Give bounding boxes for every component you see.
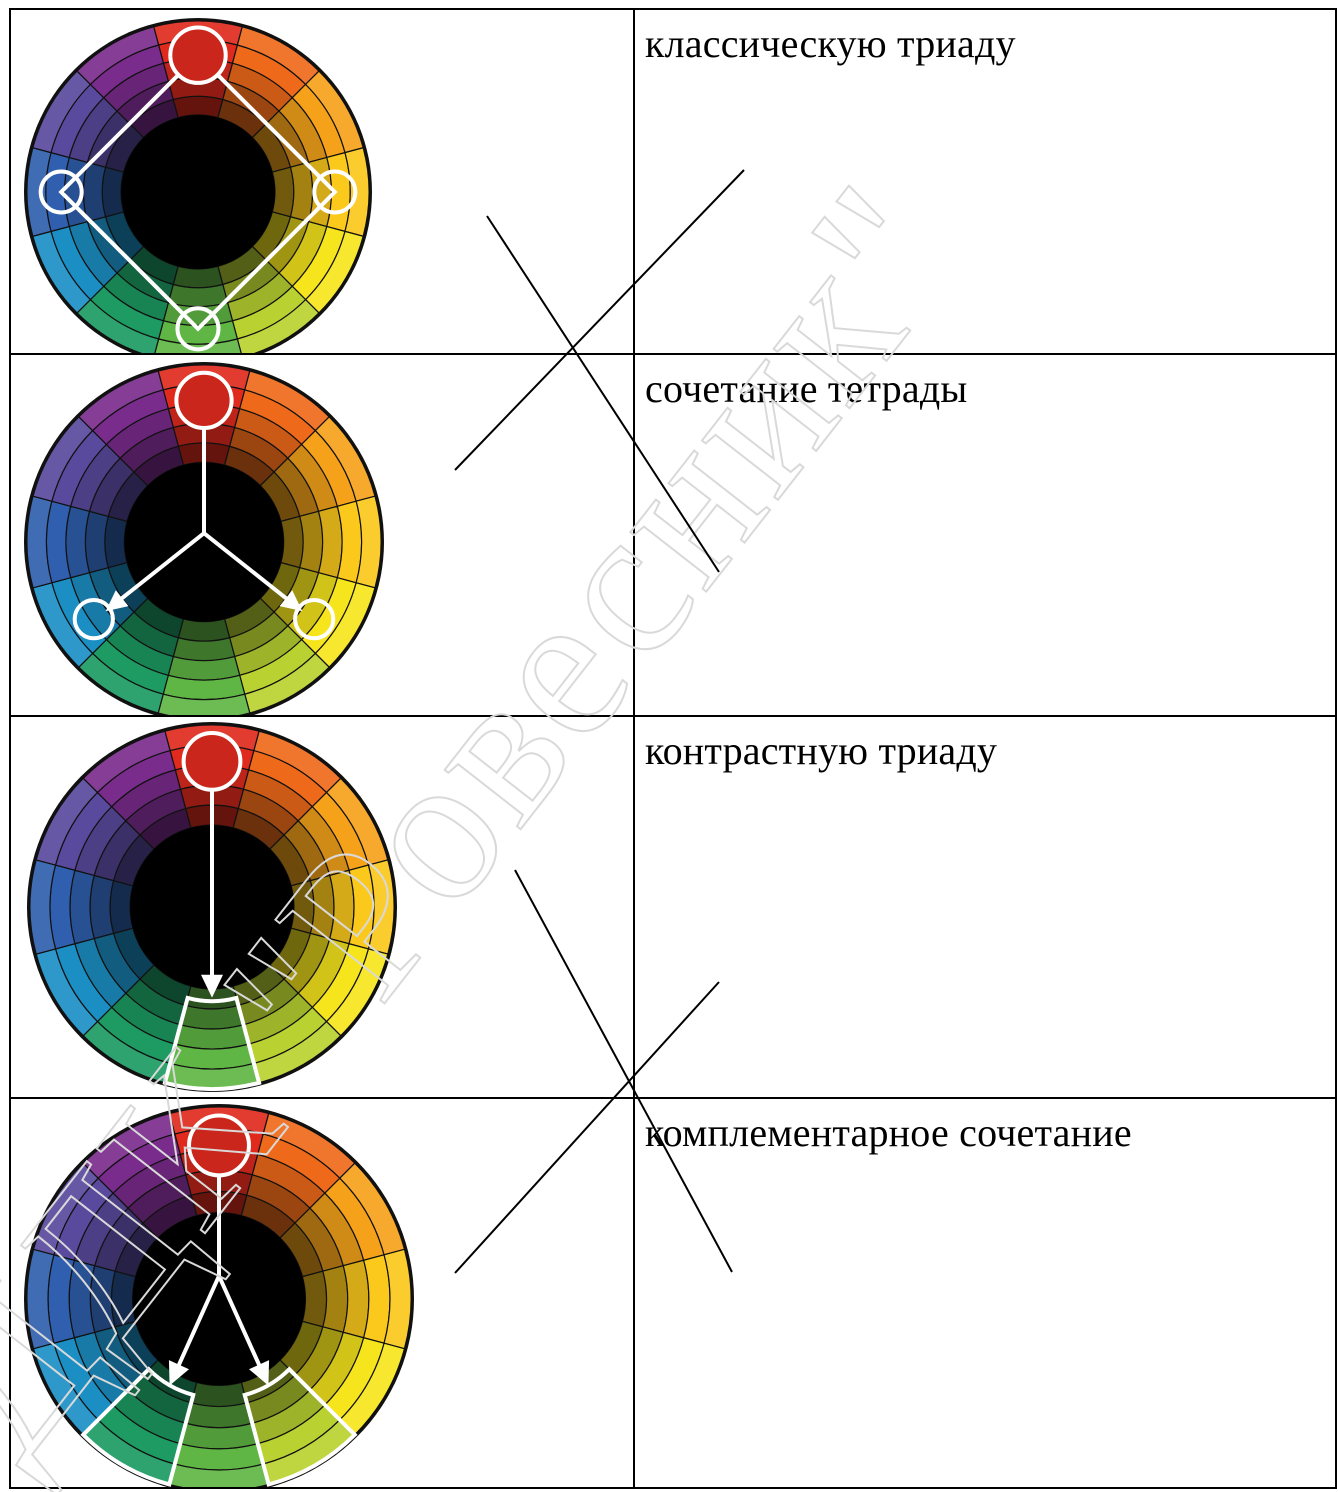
scheme-circle — [170, 27, 225, 82]
wheel-segment — [168, 657, 239, 681]
color-wheel-complementary — [26, 721, 398, 1093]
wheel-segment — [191, 1382, 247, 1406]
table-row: сочетание тетрады — [10, 354, 1336, 716]
wheel-segment — [291, 881, 314, 934]
wheel-segment — [310, 875, 333, 938]
wheel-segment — [300, 511, 323, 572]
wheel-segment — [173, 638, 234, 661]
answer-label: классическую триаду — [645, 20, 1016, 67]
image-cell — [10, 1098, 634, 1488]
matching-table: классическую триаду сочетание тетрады ко… — [9, 8, 1337, 1489]
scheme-circle — [176, 373, 231, 428]
wheel-segment — [168, 284, 227, 306]
color-wheel-classic-triad — [23, 361, 385, 716]
wheel-segment — [90, 1266, 115, 1333]
color-wheel-contrast-triad — [23, 1103, 415, 1488]
answer-label: контрастную триаду — [645, 727, 997, 774]
image-cell — [10, 716, 634, 1098]
image-cell — [10, 354, 634, 716]
wheel-segment — [302, 1271, 326, 1327]
color-wheel-tetrad — [23, 17, 373, 354]
wheel-segment — [105, 516, 127, 567]
table-row: комплементарное сочетание — [10, 1098, 1336, 1488]
answer-label: комплементарное сочетание — [645, 1109, 1132, 1156]
wheel-segment — [90, 875, 113, 938]
wheel-segment — [281, 516, 303, 567]
wheel-segment — [180, 1005, 243, 1028]
wheel-segment — [173, 96, 223, 117]
wheel-segment — [85, 511, 108, 572]
wheel-segment — [319, 506, 343, 577]
wheel-segment — [102, 167, 123, 217]
table-row: классическую триаду — [10, 9, 1336, 354]
wheel-segment — [110, 881, 133, 934]
wheel-segment — [323, 1266, 348, 1333]
wheel-segment — [178, 619, 229, 641]
wheel-center — [121, 115, 275, 269]
answer-cell: классическую триаду — [634, 9, 1336, 354]
wheel-segment — [186, 1403, 253, 1428]
wheel-segment — [83, 162, 105, 221]
wheel-segment — [173, 266, 223, 287]
wheel-segment — [290, 162, 312, 221]
answer-cell: сочетание тетрады — [634, 354, 1336, 716]
wheel-segment — [272, 167, 293, 217]
wheel-segment — [66, 506, 90, 577]
answer-cell: комплементарное сочетание — [634, 1098, 1336, 1488]
wheel-segment — [111, 1271, 135, 1327]
scheme-circle — [189, 1115, 249, 1175]
answer-cell: контрастную триаду — [634, 716, 1336, 1098]
answer-label: сочетание тетрады — [645, 365, 967, 412]
scheme-circle — [184, 733, 241, 790]
image-cell — [10, 9, 634, 354]
table-row: контрастную триаду — [10, 716, 1336, 1098]
